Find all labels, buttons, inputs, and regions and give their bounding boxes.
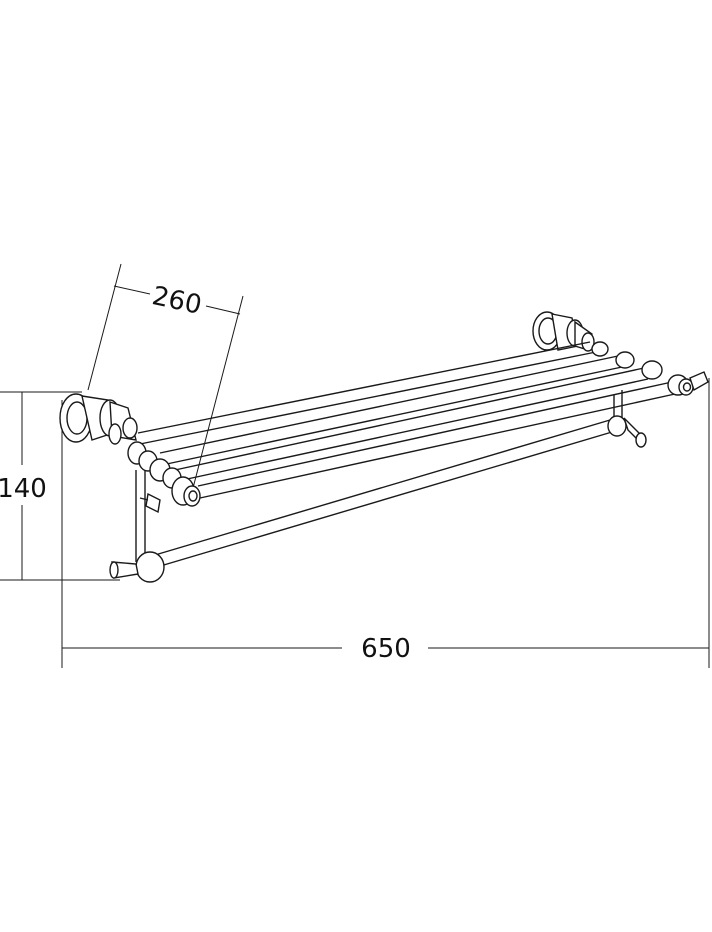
dimension-depth-label: 260: [149, 281, 204, 321]
bottom-rail: [154, 419, 613, 568]
dimension-width-label: 650: [361, 634, 411, 664]
left-rail-end-caps: [127, 441, 201, 514]
dimension-width: 650: [61, 378, 710, 668]
dimension-height-label: 140: [0, 474, 47, 504]
dimension-depth: 260: [87, 263, 244, 489]
right-wall-mount: [532, 311, 595, 352]
dimension-height: 140: [0, 391, 120, 581]
left-bottom-fitting: [109, 551, 165, 583]
support-struts: [135, 390, 623, 562]
left-wall-mount: [59, 393, 138, 445]
top-rails: [137, 341, 676, 499]
right-rail-end-caps: [591, 341, 709, 448]
